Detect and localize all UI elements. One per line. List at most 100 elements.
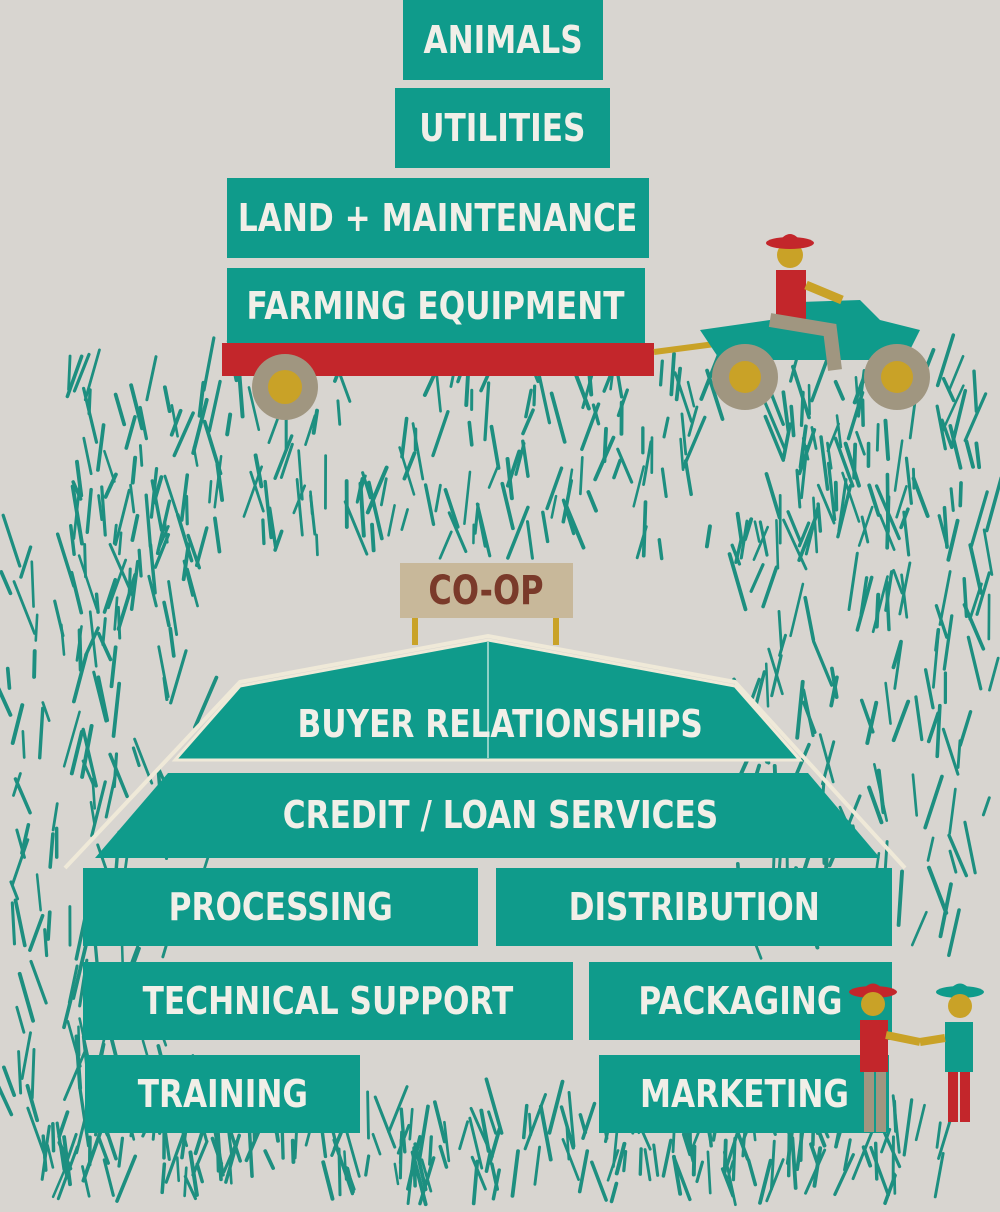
grass-blade [975, 571, 991, 616]
grass-blade [364, 1154, 371, 1177]
technical-support-label: TECHNICAL SUPPORT [142, 979, 514, 1023]
grass-blade [786, 510, 802, 543]
grass-blade [5, 666, 12, 690]
grass-blade [87, 388, 92, 416]
grass-blade [63, 1049, 87, 1101]
grass-blade [547, 1079, 565, 1135]
grass-blade [722, 1138, 728, 1174]
packaging-block: PACKAGING [589, 962, 892, 1040]
grass-blade [801, 700, 817, 734]
grass-blade [183, 1166, 188, 1198]
grass-blade [108, 752, 129, 799]
grass-blade [69, 524, 76, 556]
grass-blade [191, 397, 209, 455]
grass-blade [447, 511, 468, 554]
grass-blade [963, 392, 988, 443]
grass-blade [833, 379, 845, 401]
grass-blade [145, 355, 158, 402]
grass-blade [974, 441, 982, 470]
grass-blade [835, 414, 843, 449]
grass-blade [83, 348, 101, 402]
grass-blade [532, 384, 537, 407]
grass-blade [891, 699, 911, 743]
grass-blade [510, 1149, 520, 1198]
grass-blade [379, 477, 388, 507]
grass-blade [57, 1140, 73, 1171]
grass-blade [750, 677, 761, 700]
grass-blade [34, 613, 39, 642]
grass-blade [521, 408, 535, 436]
grass-blade [616, 447, 634, 484]
grass-blade [550, 494, 558, 519]
grass-blade [962, 576, 969, 618]
grass-blade [464, 370, 471, 407]
grass-blade [0, 1085, 14, 1117]
grass-blade [153, 532, 171, 569]
grass-blade [754, 670, 767, 708]
grass-blade [267, 506, 278, 549]
grass-blade [911, 773, 919, 817]
grass-blade [69, 570, 84, 615]
grass-blade [632, 465, 645, 508]
utilities-label: UTILITIES [419, 106, 586, 150]
grass-blade [162, 676, 169, 701]
grass-blade [764, 662, 770, 708]
grass-blade [113, 596, 119, 631]
grass-blade [735, 511, 744, 544]
grass-blade [884, 580, 891, 632]
buyer-relationships-label-box: BUYER RELATIONSHIPS [200, 690, 800, 758]
grass-blade [843, 1138, 852, 1172]
grass-blade [926, 836, 935, 862]
grass-blade [855, 430, 866, 456]
grass-blade [758, 1158, 773, 1205]
grass-blade [586, 490, 598, 513]
grass-blade [138, 444, 144, 467]
grass-blade [578, 1113, 588, 1135]
grass-blade [791, 364, 811, 420]
grass-blade [777, 609, 783, 651]
grass-blade [263, 1149, 275, 1170]
grass-blade [67, 964, 79, 1004]
grass-blade [799, 1132, 804, 1162]
grass-blade [869, 1145, 890, 1197]
processing-block: PROCESSING [83, 868, 478, 946]
grass-blade [752, 525, 769, 561]
grass-blade [810, 426, 818, 450]
grass-blade [144, 493, 153, 549]
grass-blade [763, 414, 785, 462]
grass-blade [112, 523, 118, 545]
grass-blade [761, 565, 779, 609]
grass-blade [910, 910, 928, 947]
grass-blade [833, 480, 839, 512]
grass-blade [545, 466, 564, 511]
grass-blade [48, 832, 55, 869]
grass-blade [926, 865, 949, 915]
grass-blade [914, 695, 924, 742]
grass-blade [816, 483, 836, 525]
grass-blade [947, 908, 961, 958]
distribution-label: DISTRIBUTION [568, 885, 820, 929]
training-block: TRAINING [85, 1055, 360, 1133]
animals-label: ANIMALS [423, 18, 583, 62]
grass-blade [443, 487, 460, 529]
grass-blade [855, 575, 874, 632]
grass-blade [225, 412, 233, 437]
grass-blade [51, 1122, 56, 1153]
grass-blade [567, 468, 574, 492]
grass-blade [819, 435, 830, 491]
grass-blade [898, 561, 912, 616]
grass-blade [295, 478, 304, 537]
grass-blade [638, 1147, 643, 1176]
grass-blade [438, 530, 453, 560]
grass-blade [182, 559, 194, 597]
grass-blade [797, 521, 811, 548]
grass-blade [96, 631, 113, 662]
grass-blade [41, 701, 51, 722]
grass-blade [798, 424, 808, 469]
grass-blade [71, 943, 88, 1000]
grass-blade [935, 703, 942, 759]
farming-equipment-block: FARMING EQUIPMENT [227, 268, 645, 343]
grass-blade [94, 592, 100, 614]
grass-blade [669, 351, 676, 397]
